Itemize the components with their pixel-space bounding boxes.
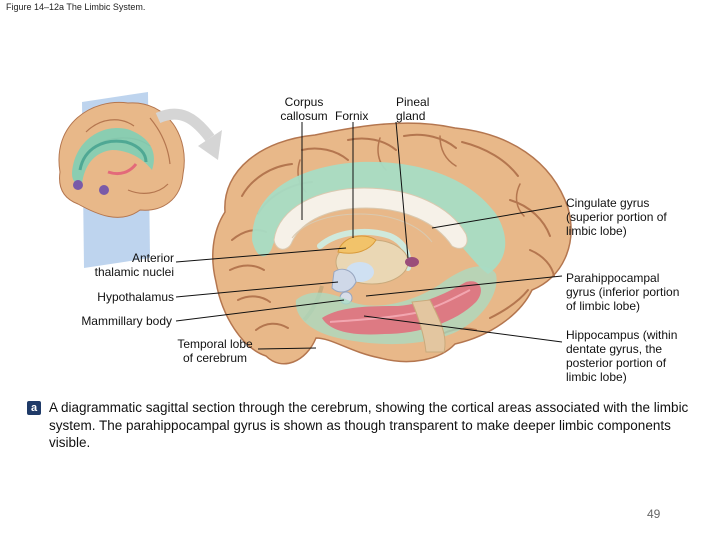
label-pineal-gland: Pineal gland xyxy=(396,95,430,123)
label-fornix: Fornix xyxy=(335,109,369,123)
figure-title: Figure 14–12a The Limbic System. xyxy=(6,2,146,12)
corpus-callosum xyxy=(273,187,468,250)
leader-temporal-lobe xyxy=(257,347,317,350)
label-hippocampus: Hippocampus (within dentate gyrus, the p… xyxy=(566,328,678,384)
leader-lines xyxy=(175,121,563,350)
label-cingulate-gyrus: Cingulate gyrus (superior portion of lim… xyxy=(566,196,667,238)
leader-cingulate xyxy=(431,205,563,229)
small-mammillary xyxy=(73,180,83,190)
label-corpus-callosum: Corpus callosum xyxy=(280,95,328,123)
label-anterior-thalamic-nuclei: Anterior thalamic nuclei xyxy=(94,251,174,279)
leader-anterior-thalamic xyxy=(175,247,347,263)
hypothalamus xyxy=(331,268,357,293)
label-hypothalamus: Hypothalamus xyxy=(97,290,174,304)
small-limbic-ring xyxy=(72,127,154,185)
figure-caption: A diagrammatic sagittal section through … xyxy=(49,400,689,450)
leader-pineal xyxy=(395,121,409,259)
page-number: 49 xyxy=(647,507,661,521)
leader-hypothalamus xyxy=(175,281,339,298)
main-brain-section xyxy=(212,122,572,365)
leader-hippocampus xyxy=(363,315,563,343)
pineal-gland xyxy=(405,257,419,267)
leader-mammillary xyxy=(175,299,345,322)
anterior-thalamic-nuclei xyxy=(337,235,377,254)
leader-parahippocampal xyxy=(365,275,563,297)
cingulate-gyrus xyxy=(252,161,506,274)
label-parahippocampal-gyrus: Parahippocampal gyrus (inferior portion … xyxy=(566,271,680,313)
orientation-arrow xyxy=(155,108,222,160)
small-brain-outline xyxy=(58,101,185,218)
hippocampus xyxy=(322,281,481,335)
orientation-brain xyxy=(58,92,185,268)
figure-part-badge: a xyxy=(27,401,41,415)
label-mammillary-body: Mammillary body xyxy=(81,314,172,328)
label-temporal-lobe: Temporal lobe of cerebrum xyxy=(177,337,253,365)
